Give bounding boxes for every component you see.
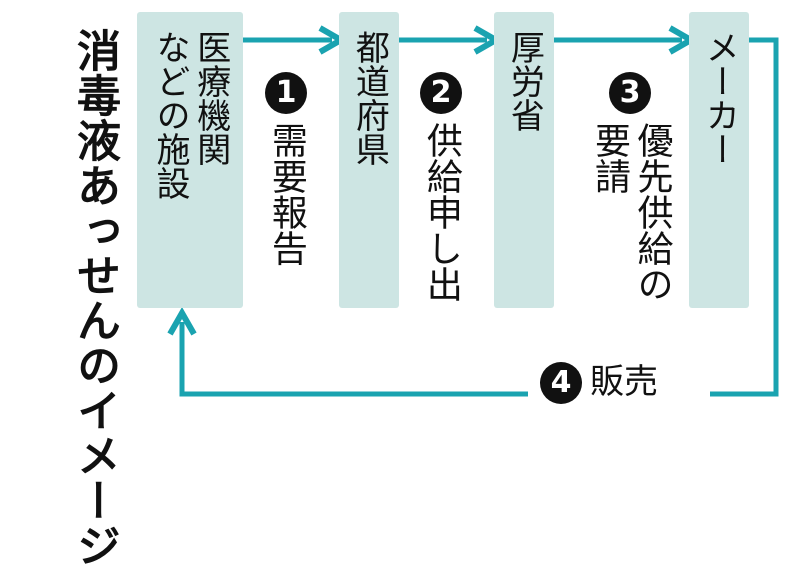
node-mhlw-label: 厚労省: [504, 30, 545, 132]
node-medical-line2: などの施設: [150, 30, 190, 200]
step-3-label: 優先供給の 要請: [588, 122, 673, 302]
step-3: 3 優先供給の 要請: [588, 72, 673, 302]
step-4-number: 4: [540, 362, 582, 404]
step-2-number: 2: [420, 72, 462, 114]
step-4-label: 販売: [590, 362, 658, 403]
flow-arrows: [0, 25, 779, 397]
diagram-title: 消毒液あっせんのイメージ: [69, 28, 120, 568]
step-4: 4 販売: [540, 362, 658, 404]
step-3-number: 3: [609, 72, 651, 114]
node-maker: メーカー: [689, 12, 749, 308]
step-2: 2 供給申し出: [420, 72, 462, 302]
node-mhlw: 厚労省: [494, 12, 554, 308]
arrow-maker-to-medical: [182, 37, 779, 397]
step-1: 1 需要報告: [265, 72, 307, 266]
node-medical-facility: 医療機関 などの施設: [137, 12, 243, 308]
step-3-label-line1: 優先供給の: [631, 122, 673, 302]
step-1-number: 1: [265, 72, 307, 114]
step-3-label-line2: 要請: [589, 122, 630, 194]
node-prefecture-label: 都道府県: [349, 30, 390, 166]
step-1-label: 需要報告: [265, 122, 307, 266]
node-maker-label: メーカー: [699, 30, 740, 166]
step-2-label: 供給申し出: [420, 122, 462, 302]
node-medical-line1: 医療機関: [190, 30, 231, 166]
node-prefecture: 都道府県: [339, 12, 399, 308]
